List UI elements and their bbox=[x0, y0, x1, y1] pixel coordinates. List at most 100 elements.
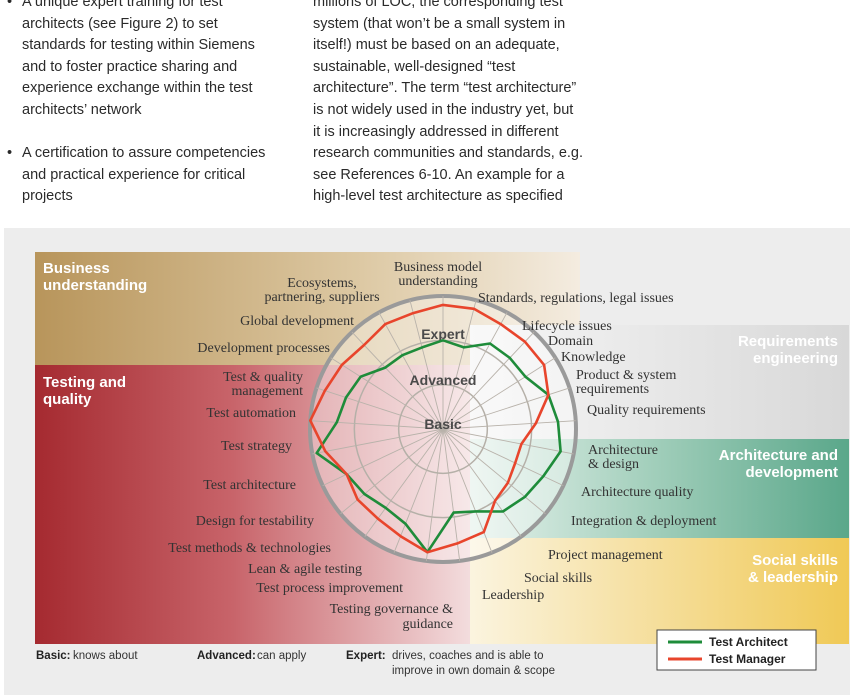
footer-term-basic: Basic: bbox=[36, 650, 71, 662]
skill-label: management bbox=[231, 384, 303, 399]
area-label-testing-line-1: Testing and bbox=[43, 374, 126, 391]
legend: Test Architect Test Manager bbox=[656, 629, 817, 671]
text-line: research communities and standards, e.g. bbox=[313, 145, 583, 162]
text-line: A unique expert training for test bbox=[22, 0, 223, 10]
paragraph: millions of LOC, the corresponding test … bbox=[313, 0, 603, 208]
skill-label: understanding bbox=[398, 274, 477, 289]
right-text-column: millions of LOC, the corresponding test … bbox=[313, 0, 603, 208]
skill-label: Leadership bbox=[482, 588, 544, 603]
text-line: projects bbox=[22, 188, 73, 205]
area-label-business-line-1: Business bbox=[43, 260, 110, 277]
ring-label-advanced: Advanced bbox=[410, 372, 477, 388]
footer-desc-basic: knows about bbox=[73, 650, 138, 662]
radar-spoke bbox=[330, 357, 444, 430]
skill-label: Quality requirements bbox=[587, 403, 706, 418]
radar-spoke bbox=[393, 428, 444, 553]
area-label-architecture-line-1: Architecture and bbox=[719, 447, 838, 464]
legend-label-test-manager: Test Manager bbox=[709, 652, 786, 666]
radar-spoke bbox=[409, 300, 444, 430]
radar-spoke bbox=[442, 357, 556, 430]
skill-label: requirements bbox=[576, 382, 649, 397]
footer-definitions: Basic: knows about Advanced: can apply E… bbox=[36, 650, 555, 677]
area-social-skills-leadership bbox=[470, 538, 849, 644]
area-label-business: Business understanding bbox=[43, 260, 147, 294]
ring-label-expert: Expert bbox=[421, 326, 465, 342]
bullet-item: A unique expert training for test archit… bbox=[7, 0, 282, 122]
text-line: sustainable, well-designed “test bbox=[313, 58, 516, 75]
radar-spoke bbox=[442, 331, 535, 430]
skill-label: Social skills bbox=[524, 571, 592, 586]
area-label-requirements-line-2: engineering bbox=[753, 350, 838, 367]
radar-spoke bbox=[442, 312, 508, 430]
radar-spoke bbox=[442, 420, 576, 430]
skill-label: Business model bbox=[394, 260, 482, 275]
legend-label-test-architect: Test Architect bbox=[709, 635, 788, 649]
text-line: standards for testing within Siemens bbox=[22, 37, 255, 54]
footer-desc-advanced: can apply bbox=[257, 650, 306, 662]
skill-label: Architecture bbox=[588, 443, 658, 458]
area-label-testing: Testing and quality bbox=[43, 374, 126, 408]
skill-label: & design bbox=[588, 457, 639, 472]
skill-label: Test automation bbox=[206, 406, 296, 421]
text-line: is not widely used in the industry yet, … bbox=[313, 101, 574, 118]
skill-label: Lean & agile testing bbox=[248, 562, 362, 577]
area-label-architecture: Architecture and development bbox=[719, 447, 838, 481]
skill-label: Product & system bbox=[576, 368, 676, 383]
skill-label: Standards, regulations, legal issues bbox=[478, 291, 674, 306]
text-line: architecture”. The term “test architectu… bbox=[313, 80, 577, 97]
text-line: architects’ network bbox=[22, 101, 142, 118]
radar-series bbox=[308, 303, 562, 554]
competency-figure: Business understanding Testing and quali… bbox=[0, 228, 850, 695]
footer-term-advanced: Advanced: bbox=[197, 650, 256, 662]
skill-label: guidance bbox=[402, 617, 453, 632]
skill-label: Integration & deployment bbox=[571, 514, 717, 529]
skill-label: partnering, suppliers bbox=[264, 290, 379, 305]
bullet-item: A certification to assure competencies a… bbox=[7, 143, 282, 208]
text-line: experience exchange within the test bbox=[22, 80, 253, 97]
text-line: it is increasingly addressed in differen… bbox=[313, 123, 559, 140]
footer-desc-expert: improve in own domain & scope bbox=[392, 665, 555, 677]
radar-spoke bbox=[442, 428, 574, 455]
skill-label: Test architecture bbox=[203, 478, 296, 493]
area-label-business-line-2: understanding bbox=[43, 277, 147, 294]
skill-label: Design for testability bbox=[196, 514, 314, 529]
skill-label: Knowledge bbox=[561, 350, 626, 365]
text-line: see References 6-10. An example for a bbox=[313, 166, 565, 183]
radar-spoke bbox=[425, 428, 444, 562]
area-label-social-line-1: Social skills bbox=[752, 552, 838, 569]
text-line: high-level test architecture as specifie… bbox=[313, 188, 563, 205]
radar-spoke bbox=[322, 428, 444, 487]
area-label-requirements-line-1: Requirements bbox=[738, 333, 838, 350]
legend-box bbox=[656, 629, 817, 671]
text-line: system (that won’t be a small system in bbox=[313, 15, 566, 32]
skill-label: Development processes bbox=[197, 341, 330, 356]
skill-label: Global development bbox=[240, 314, 354, 329]
radar-spoke bbox=[442, 300, 477, 430]
skill-label: Test process improvement bbox=[256, 581, 403, 596]
area-label-social-line-2: & leadership bbox=[748, 569, 838, 586]
radar-spoke bbox=[316, 387, 444, 430]
text-line: itself!) must be based on an adequate, bbox=[313, 37, 560, 54]
text-line: architects (see Figure 2) to set bbox=[22, 15, 218, 32]
radar-spoke bbox=[442, 428, 546, 515]
radar-chart: Business understanding Testing and quali… bbox=[4, 228, 850, 695]
skill-label: Project management bbox=[548, 548, 663, 563]
skill-label: Lifecycle issues bbox=[522, 319, 612, 334]
skill-label: Test methods & technologies bbox=[168, 541, 331, 556]
radar-spoke bbox=[351, 331, 444, 430]
ring-label-basic: Basic bbox=[424, 416, 462, 432]
bullet-list: A unique expert training for test archit… bbox=[7, 0, 282, 208]
radar-spoke bbox=[442, 428, 461, 562]
text-line: millions of LOC, the corresponding test bbox=[313, 0, 563, 10]
area-label-architecture-line-2: development bbox=[745, 464, 838, 481]
text-line: A certification to assure competencies bbox=[22, 145, 266, 162]
series-line-test-architect bbox=[315, 339, 562, 554]
radar-spoke bbox=[312, 428, 444, 455]
area-label-testing-line-2: quality bbox=[43, 391, 92, 408]
skill-label: Ecosystems, bbox=[287, 276, 357, 291]
radar-spoke bbox=[310, 420, 444, 430]
left-text-column: A unique expert training for test archit… bbox=[7, 0, 282, 208]
skill-label: Testing governance & bbox=[330, 602, 454, 617]
footer-term-expert: Expert: bbox=[346, 650, 386, 662]
radar-spoke bbox=[442, 428, 522, 537]
